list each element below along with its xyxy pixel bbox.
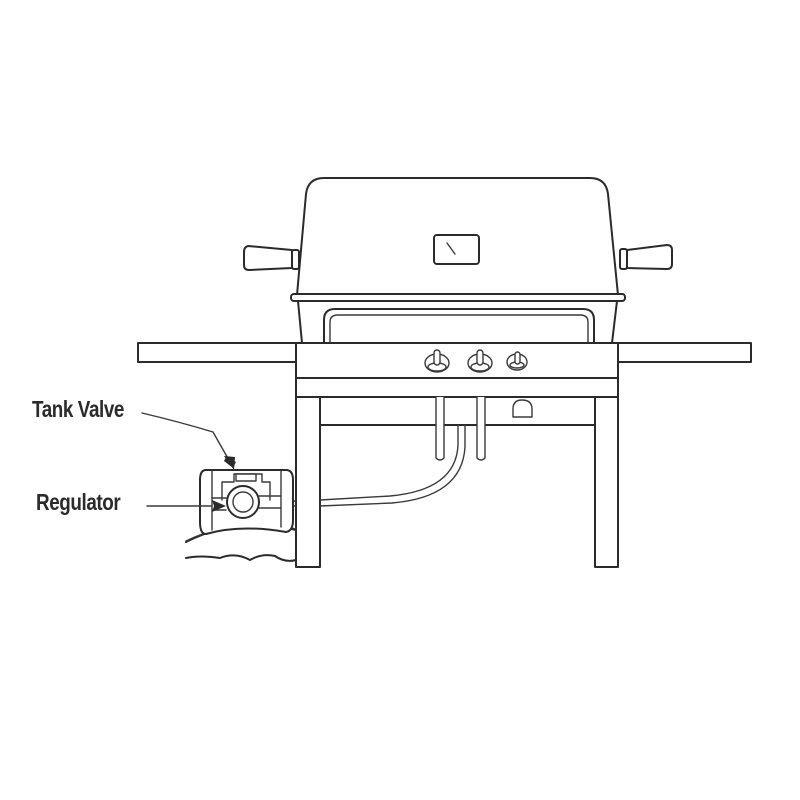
thermometer-icon	[433, 234, 480, 265]
igniter-button[interactable]	[512, 399, 533, 418]
grill-legs	[295, 396, 619, 568]
lid-handle-right-icon	[619, 244, 673, 270]
grill-body	[297, 300, 618, 344]
tank-valve-label: Tank Valve	[32, 396, 125, 422]
control-knob-1[interactable]	[424, 349, 450, 373]
regulator-leader	[146, 500, 226, 512]
valve-stems	[435, 396, 486, 461]
control-knob-2[interactable]	[467, 349, 493, 373]
control-knob-3[interactable]	[506, 351, 528, 371]
regulator-icon	[211, 485, 282, 519]
control-panel	[295, 342, 619, 398]
regulator-label: Regulator	[36, 489, 121, 515]
tank-valve-leader	[141, 412, 236, 470]
lid-handle-left-icon	[243, 245, 300, 271]
side-shelf-right	[617, 342, 752, 363]
side-shelf-left	[137, 342, 297, 363]
